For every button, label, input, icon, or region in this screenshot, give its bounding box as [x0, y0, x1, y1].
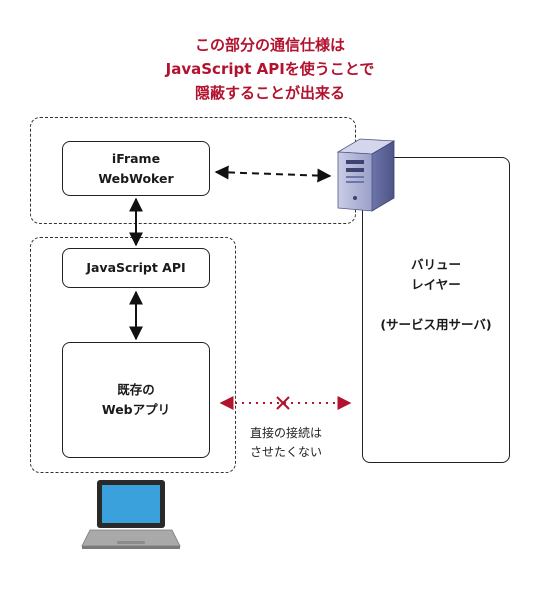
- value-layer-line-2: レイヤー: [411, 277, 461, 292]
- iframe-label: iFrame: [111, 150, 161, 166]
- webworker-label: WebWoker: [98, 170, 174, 186]
- value-layer-box: バリュー レイヤー (サービス用サーバ): [362, 157, 510, 463]
- note-line-1: 直接の接続は: [250, 426, 323, 440]
- javascript-api-label: JavaScript API: [86, 260, 186, 275]
- caption-line-2: JavaScript APIを使うことで: [165, 60, 375, 78]
- existing-webapp-box: 既存の Webアプリ: [62, 342, 210, 458]
- note-line-2: させたくない: [250, 445, 323, 459]
- caption-line-1: この部分の通信仕様は: [194, 36, 345, 54]
- javascript-api-box: JavaScript API: [62, 248, 210, 288]
- laptop-icon: [81, 480, 181, 549]
- direct-connection-note: 直接の接続は させたくない: [250, 424, 322, 462]
- value-layer-line-1: バリュー: [410, 257, 461, 272]
- iframe-webworker-box: iFrame WebWoker: [62, 141, 210, 196]
- caption: この部分の通信仕様は JavaScript APIを使うことで 隠蔽することが出…: [40, 33, 500, 105]
- iframe-server-arrow: [214, 165, 332, 183]
- webapp-label-line-1: 既存の: [117, 382, 155, 397]
- server-icon: [336, 138, 396, 212]
- caption-line-3: 隠蔽することが出来る: [194, 84, 345, 102]
- webapp-label-line-2: Webアプリ: [101, 402, 171, 417]
- cross-icon: [276, 396, 290, 410]
- value-layer-line-3: (サービス用サーバ): [380, 317, 492, 332]
